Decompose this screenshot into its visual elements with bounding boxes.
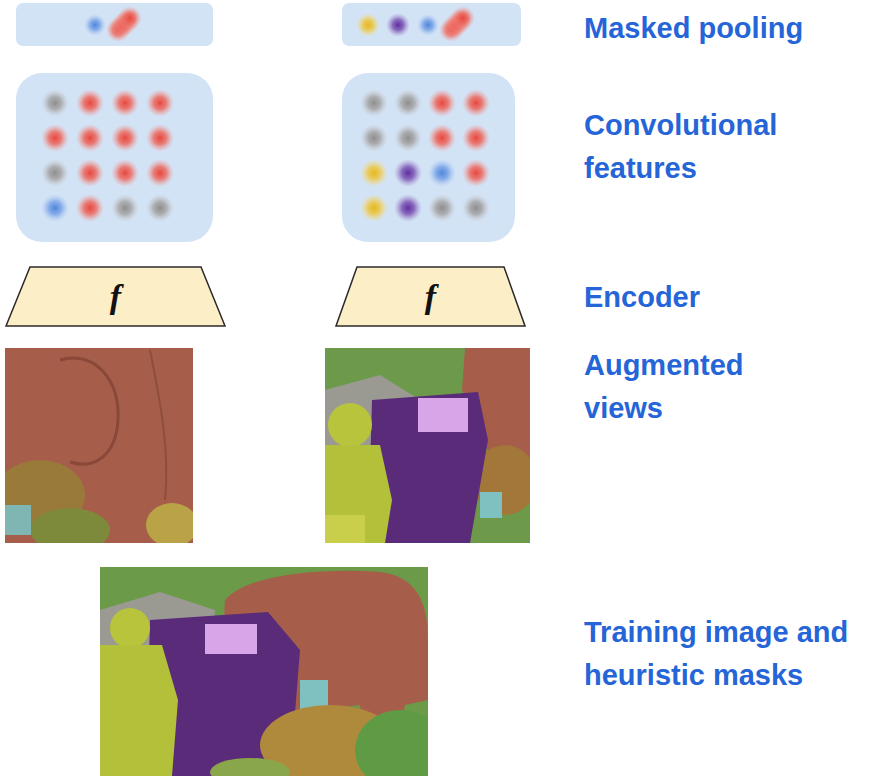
feature-dot bbox=[394, 194, 422, 222]
feature-dot bbox=[428, 159, 456, 187]
cyan-mask bbox=[480, 492, 502, 518]
feature-dot bbox=[462, 194, 490, 222]
feature-dot bbox=[428, 124, 456, 152]
feature-dot bbox=[146, 159, 174, 187]
trapezoid-shape bbox=[336, 267, 525, 326]
encoder-symbol: f bbox=[425, 280, 436, 314]
person-mask bbox=[328, 403, 372, 447]
feature-dot bbox=[462, 124, 490, 152]
foliage bbox=[210, 758, 290, 776]
encoder-trapezoid: f bbox=[335, 266, 526, 327]
feature-grid bbox=[360, 89, 490, 222]
foliage bbox=[355, 710, 428, 776]
feature-dot bbox=[428, 194, 456, 222]
feature-dot bbox=[111, 159, 139, 187]
cyan-mask bbox=[5, 505, 31, 535]
encoder-trapezoid: f bbox=[5, 266, 226, 327]
stage-label: Augmented views bbox=[584, 344, 804, 430]
elephant-fold bbox=[150, 350, 166, 500]
pooled-dot bbox=[417, 14, 439, 36]
feature-dot bbox=[360, 194, 388, 222]
encoder-symbol: f bbox=[110, 280, 121, 314]
feature-dot bbox=[41, 194, 69, 222]
music-stand-mask bbox=[205, 624, 257, 654]
feature-dot bbox=[428, 89, 456, 117]
feature-dot bbox=[394, 159, 422, 187]
feature-dot bbox=[76, 124, 104, 152]
foliage-background bbox=[325, 348, 530, 543]
pooled-dot bbox=[84, 14, 106, 36]
elephant-ear bbox=[60, 358, 118, 464]
feature-dot bbox=[360, 124, 388, 152]
feature-dot bbox=[462, 159, 490, 187]
stage-label: Masked pooling bbox=[584, 7, 874, 50]
feature-dot bbox=[146, 124, 174, 152]
feature-dot bbox=[76, 159, 104, 187]
feature-panel bbox=[16, 73, 213, 242]
feature-dot bbox=[111, 89, 139, 117]
foliage bbox=[146, 503, 193, 543]
stage-label: Convolutional features bbox=[584, 104, 864, 190]
feature-dot bbox=[146, 194, 174, 222]
stool-mask bbox=[325, 515, 365, 543]
pooling-panel bbox=[342, 3, 521, 46]
feature-dot bbox=[462, 89, 490, 117]
feature-panel bbox=[342, 73, 515, 242]
pooled-dot bbox=[451, 6, 475, 30]
feature-dot bbox=[41, 159, 69, 187]
feature-dot bbox=[394, 124, 422, 152]
feature-dot bbox=[394, 89, 422, 117]
person-mask bbox=[110, 608, 150, 648]
feature-dot bbox=[360, 159, 388, 187]
pooled-dot bbox=[118, 6, 142, 30]
pooling-panel bbox=[16, 3, 213, 46]
pooled-dot bbox=[386, 13, 410, 37]
feature-dot bbox=[76, 194, 104, 222]
feature-dot bbox=[146, 89, 174, 117]
feature-dot bbox=[111, 194, 139, 222]
feature-dot bbox=[111, 124, 139, 152]
person-mask bbox=[325, 445, 392, 543]
trapezoid-shape bbox=[6, 267, 225, 326]
feature-grid bbox=[41, 89, 174, 222]
stage-label: Encoder bbox=[584, 276, 874, 319]
feature-dot bbox=[41, 124, 69, 152]
person-mask bbox=[100, 645, 178, 776]
stage-label: Training image and heuristic masks bbox=[584, 611, 874, 697]
pooled-dot bbox=[356, 13, 380, 37]
feature-dot bbox=[76, 89, 104, 117]
training-photo bbox=[100, 567, 428, 776]
foliage bbox=[30, 508, 110, 543]
feature-dot bbox=[360, 89, 388, 117]
feature-dot bbox=[41, 89, 69, 117]
augmented-view-photo bbox=[5, 348, 193, 543]
augmented-view-photo bbox=[325, 348, 530, 543]
music-stand-mask bbox=[418, 398, 468, 432]
